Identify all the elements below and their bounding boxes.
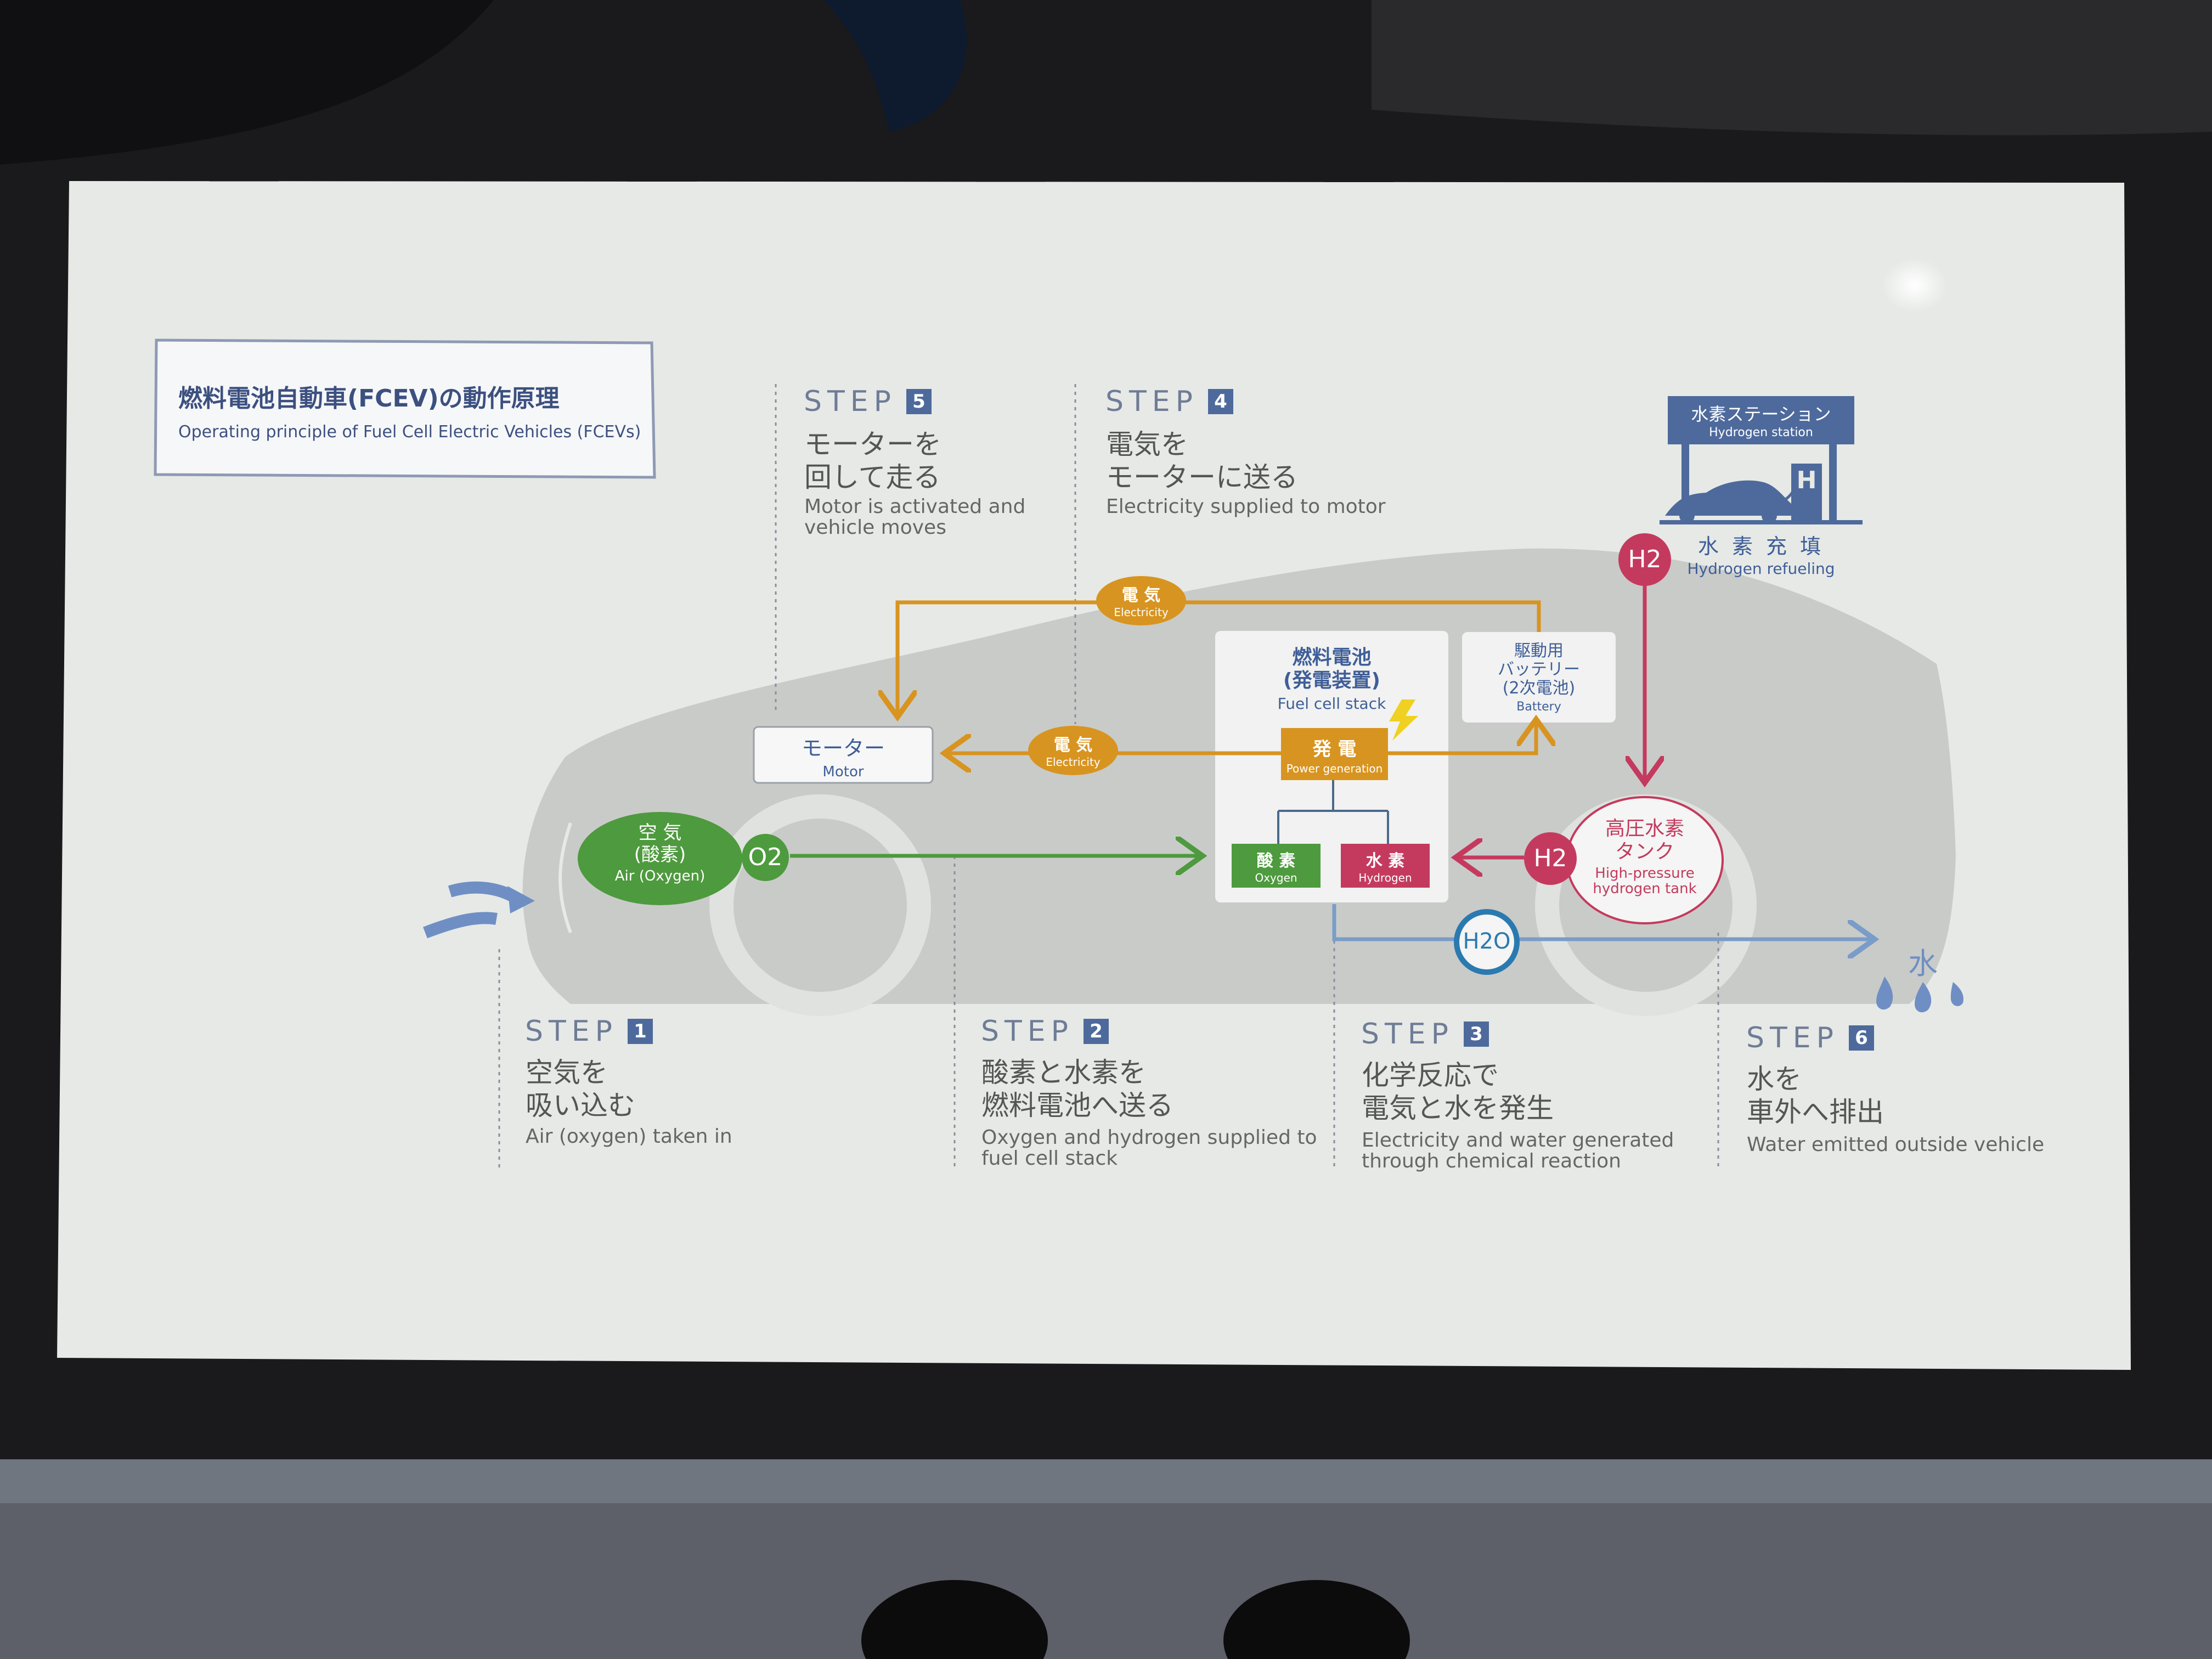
step-5-word: STEP — [804, 385, 896, 418]
battery-card — [1462, 632, 1616, 723]
hydrogen-station-ja: 水素ステーション — [1691, 404, 1831, 425]
water-label: 水 — [1908, 946, 1938, 981]
air-intake-arrow-2 — [423, 912, 498, 939]
h2-mid-label: H2 — [1533, 844, 1567, 872]
hydrogen-station-icon: H — [1660, 396, 1863, 524]
water-arrow — [1332, 904, 1871, 939]
step-6-title: 水を 車外へ排出 — [1747, 1063, 1884, 1128]
front-wheel — [709, 794, 931, 1016]
step-1-heading: STEP 1 — [525, 1015, 653, 1048]
step-6-number: 6 — [1848, 1025, 1874, 1051]
step-4-title: 電気を モーターに送る — [1106, 428, 1298, 493]
electricity-top-label: 電 気 Electricity — [1096, 582, 1186, 619]
motor-ja: モーター — [801, 736, 885, 760]
h2o-label: H2O — [1463, 929, 1511, 954]
fuel-cell-ja: 燃料電池 (発電装置) — [1283, 646, 1380, 692]
hydrogen-label: 水 素 Hydrogen — [1341, 847, 1430, 884]
electricity-top-bubble — [1096, 576, 1186, 625]
step-3-heading: STEP 3 — [1361, 1018, 1489, 1051]
hydrogen-tank-label: 高圧水素 タンク High-pressure hydrogen tank — [1567, 817, 1723, 896]
step-2-title: 酸素と水素を 燃料電池へ送る — [981, 1057, 1173, 1121]
power-generation-box — [1281, 728, 1388, 780]
electricity-mid-ja: 電 気 — [1053, 736, 1093, 755]
step-2-desc: Oxygen and hydrogen supplied to fuel cel… — [981, 1126, 1317, 1170]
right-shoe — [1223, 1580, 1410, 1659]
hydrogen-station-label: 水素ステーション Hydrogen station — [1668, 400, 1854, 439]
h2o-circle — [1454, 909, 1520, 975]
step-1-word: STEP — [525, 1015, 618, 1048]
oxygen-en: Oxygen — [1255, 871, 1297, 884]
step-6-desc: Water emitted outside vehicle — [1747, 1133, 2045, 1156]
battery-label: 駆動用 バッテリー (2次電池) Battery — [1462, 642, 1616, 714]
motor-box — [753, 726, 934, 784]
air-oxygen-bubble — [578, 812, 742, 905]
step-3-title: 化学反応で 電気と水を発生 — [1362, 1059, 1554, 1124]
power-generation-en: Power generation — [1286, 762, 1383, 775]
step-4-word: STEP — [1105, 385, 1198, 418]
motor-label: モーター Motor — [754, 731, 933, 780]
electricity-top-en: Electricity — [1114, 606, 1169, 619]
hydrogen-box — [1341, 844, 1430, 888]
fuel-cell-en: Fuel cell stack — [1277, 695, 1386, 713]
step-1-desc: Air (oxygen) taken in — [526, 1125, 732, 1148]
o2-circle — [742, 834, 789, 881]
left-shoe — [861, 1580, 1048, 1659]
step-3-number: 3 — [1463, 1022, 1489, 1047]
electricity-mid-bubble — [1028, 726, 1118, 775]
oxygen-label: 酸 素 Oxygen — [1232, 847, 1321, 884]
power-generation-label: 発 電 Power generation — [1281, 734, 1388, 775]
step-2-number: 2 — [1083, 1019, 1109, 1044]
fuel-cell-label: 燃料電池 (発電装置) Fuel cell stack — [1215, 646, 1448, 713]
step-6-heading: STEP 6 — [1746, 1022, 1874, 1054]
o2-label: O2 — [748, 843, 783, 871]
svg-text:H: H — [1797, 466, 1817, 494]
lightning-icon — [1389, 699, 1418, 741]
battery-ja: 駆動用 バッテリー (2次電池) — [1498, 641, 1580, 698]
h2-top-label: H2 — [1628, 545, 1662, 573]
oxygen-box — [1232, 844, 1321, 888]
oxygen-ja: 酸 素 — [1256, 851, 1296, 871]
step-6-word: STEP — [1746, 1022, 1839, 1054]
title-ja: 燃料電池自動車(FCEV)の動作原理 — [178, 385, 560, 413]
step-5-title: モーターを 回して走る — [804, 428, 941, 493]
electricity-top-ja: 電 気 — [1121, 586, 1161, 605]
air-oxygen-ja: 空 気 (酸素) — [634, 822, 686, 866]
battery-en: Battery — [1516, 700, 1561, 714]
electricity-mid-label: 電 気 Electricity — [1028, 731, 1118, 769]
air-oxygen-label: 空 気 (酸素) Air (Oxygen) — [580, 822, 740, 884]
title-plate — [154, 338, 656, 479]
hydrogen-tank-ja: 高圧水素 タンク — [1605, 817, 1684, 863]
step-2-word: STEP — [981, 1015, 1074, 1048]
title-en: Operating principle of Fuel Cell Electri… — [178, 422, 641, 442]
electricity-to-motor-top-line — [898, 600, 1541, 713]
hydrogen-refueling-en: Hydrogen refueling — [1687, 560, 1835, 578]
step-4-number: 4 — [1207, 389, 1233, 414]
step-3-desc: Electricity and water generated through … — [1362, 1129, 1674, 1172]
hydrogen-tank-en: High-pressure hydrogen tank — [1593, 865, 1697, 897]
power-generation-ja: 発 電 — [1312, 738, 1357, 760]
step-5-number: 5 — [906, 389, 932, 414]
step-1-number: 1 — [627, 1019, 653, 1044]
step-3-word: STEP — [1361, 1018, 1454, 1051]
h2-top-circle — [1618, 533, 1671, 586]
air-oxygen-en: Air (Oxygen) — [614, 868, 706, 884]
electricity-to-battery-line — [1388, 723, 1536, 755]
h2-mid-circle — [1524, 832, 1577, 885]
step-dividers — [498, 384, 1719, 1169]
hydrogen-station-en: Hydrogen station — [1709, 426, 1813, 439]
hydrogen-refueling-ja: 水 素 充 填 — [1697, 534, 1825, 558]
step-4-heading: STEP 4 — [1105, 385, 1233, 418]
electricity-mid-en: Electricity — [1046, 755, 1101, 769]
motor-en: Motor — [822, 764, 864, 780]
hydrogen-en: Hydrogen — [1358, 871, 1412, 884]
step-5-desc: Motor is activated and vehicle moves — [804, 495, 1026, 539]
hydrogen-refueling-label: 水 素 充 填 Hydrogen refueling — [1679, 529, 1843, 578]
water-drops-icon — [1876, 977, 1963, 1013]
hydrogen-ja: 水 素 — [1365, 851, 1405, 871]
step-1-title: 空気を 吸い込む — [526, 1057, 635, 1121]
step-2-heading: STEP 2 — [981, 1015, 1109, 1048]
step-4-desc: Electricity supplied to motor — [1106, 495, 1386, 518]
step-5-heading: STEP 5 — [804, 385, 932, 418]
